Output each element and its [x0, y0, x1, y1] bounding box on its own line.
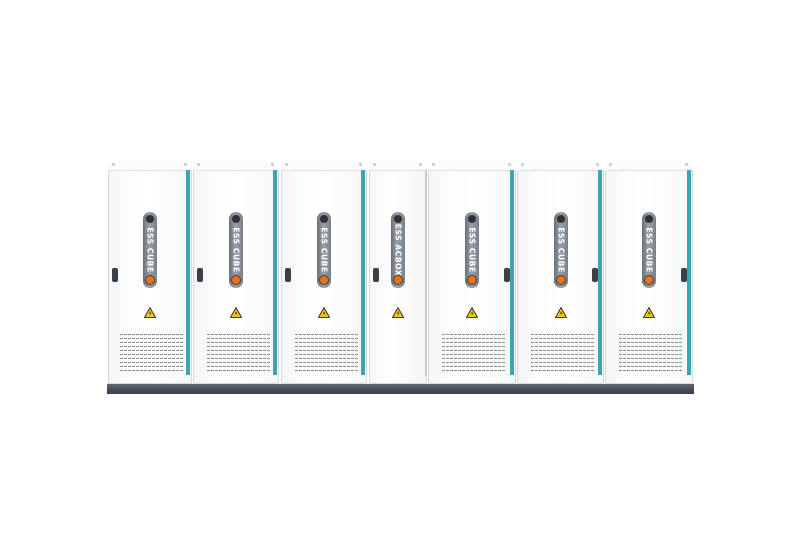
cabinet-label: ESS ACBOX	[393, 223, 403, 277]
accent-stripe	[273, 170, 277, 375]
cabinet-base	[427, 384, 517, 394]
cabinet-top-cap	[193, 162, 279, 171]
status-light-icon	[556, 215, 565, 223]
cabinet-label: ESS CUBE	[467, 227, 477, 273]
door-handle-icon[interactable]	[285, 268, 291, 282]
status-indicator-bar: ESS ACBOX	[391, 212, 405, 288]
cabinet-top-cap	[281, 162, 367, 171]
screw-icon	[419, 163, 422, 166]
power-light-icon	[232, 276, 240, 284]
status-light-icon	[645, 215, 653, 223]
power-light-icon	[468, 276, 476, 284]
cabinet-label: ESS CUBE	[231, 227, 241, 273]
status-light-icon	[320, 215, 328, 223]
cabinet-base	[107, 384, 193, 394]
accent-stripe	[361, 170, 365, 375]
accent-stripe	[510, 170, 514, 375]
cabinet-top-cap	[369, 162, 427, 171]
power-light-icon	[394, 276, 402, 284]
status-indicator-bar: ESS CUBE	[317, 212, 331, 288]
cabinet-top-cap	[428, 162, 516, 171]
battery-cabinet: ESS CUBE	[427, 162, 517, 394]
battery-cabinet: ESS CUBE	[604, 162, 694, 394]
cabinet-top-cap	[108, 162, 192, 171]
screw-icon	[373, 163, 376, 166]
door-handle-icon[interactable]	[112, 268, 118, 282]
cabinet-label: ESS CUBE	[556, 227, 565, 273]
door-handle-icon[interactable]	[681, 268, 687, 282]
warning-triangle-icon	[144, 307, 156, 318]
vent-grille	[442, 334, 506, 374]
warning-triangle-icon	[392, 307, 404, 318]
door-handle-icon[interactable]	[504, 268, 510, 282]
cabinet-base	[604, 384, 694, 394]
cabinet-base	[516, 384, 605, 394]
screw-icon	[521, 163, 524, 166]
vent-grille	[619, 334, 683, 374]
warning-triangle-icon	[318, 307, 330, 318]
accent-stripe	[598, 170, 602, 375]
status-indicator-bar: ESS CUBE	[229, 212, 243, 288]
door-seam	[425, 170, 427, 376]
cabinet-top-cap	[605, 162, 693, 171]
warning-triangle-icon	[554, 307, 567, 318]
screw-icon	[359, 163, 362, 166]
screw-icon	[508, 163, 511, 166]
warning-triangle-icon	[466, 307, 478, 318]
warning-triangle-icon	[643, 307, 655, 318]
door-handle-icon[interactable]	[373, 268, 379, 282]
vent-grille	[531, 334, 595, 374]
screw-icon	[685, 163, 688, 166]
ac-box-cabinet: ESS ACBOX	[368, 162, 428, 394]
cabinet-base	[192, 384, 280, 394]
vent-grille	[120, 334, 184, 374]
cabinet-top-cap	[517, 162, 604, 171]
screw-icon	[285, 163, 288, 166]
status-light-icon	[146, 215, 154, 223]
power-light-icon	[320, 276, 328, 284]
screw-icon	[432, 163, 435, 166]
status-indicator-bar: ESS CUBE	[642, 212, 656, 288]
cabinet-label: ESS CUBE	[319, 227, 329, 273]
battery-cabinet: ESS CUBE	[280, 162, 368, 394]
cabinet-label: ESS CUBE	[644, 227, 654, 273]
power-light-icon	[645, 276, 653, 284]
screw-icon	[184, 163, 187, 166]
accent-stripe	[687, 170, 691, 375]
screw-icon	[197, 163, 200, 166]
battery-cabinet: ESS CUBE	[516, 162, 605, 394]
status-indicator-bar: ESS CUBE	[143, 212, 157, 288]
battery-cabinet: ESS CUBE	[192, 162, 280, 394]
door-handle-icon[interactable]	[197, 268, 203, 282]
power-light-icon	[556, 276, 565, 284]
battery-cabinet: ESS CUBE	[107, 162, 193, 394]
status-indicator-bar: ESS CUBE	[553, 212, 568, 288]
status-indicator-bar: ESS CUBE	[465, 212, 479, 288]
cabinet-base	[280, 384, 368, 394]
warning-triangle-icon	[230, 307, 242, 318]
screw-icon	[609, 163, 612, 166]
vent-grille	[207, 334, 271, 374]
status-light-icon	[468, 215, 476, 223]
cabinet-base	[368, 384, 428, 394]
screw-icon	[596, 163, 599, 166]
screw-icon	[112, 163, 115, 166]
vent-grille	[295, 334, 359, 374]
status-light-icon	[232, 215, 240, 223]
power-light-icon	[146, 276, 154, 284]
accent-stripe	[186, 170, 190, 375]
status-light-icon	[394, 215, 402, 223]
cabinet-label: ESS CUBE	[145, 227, 155, 273]
door-handle-icon[interactable]	[592, 268, 598, 282]
screw-icon	[271, 163, 274, 166]
